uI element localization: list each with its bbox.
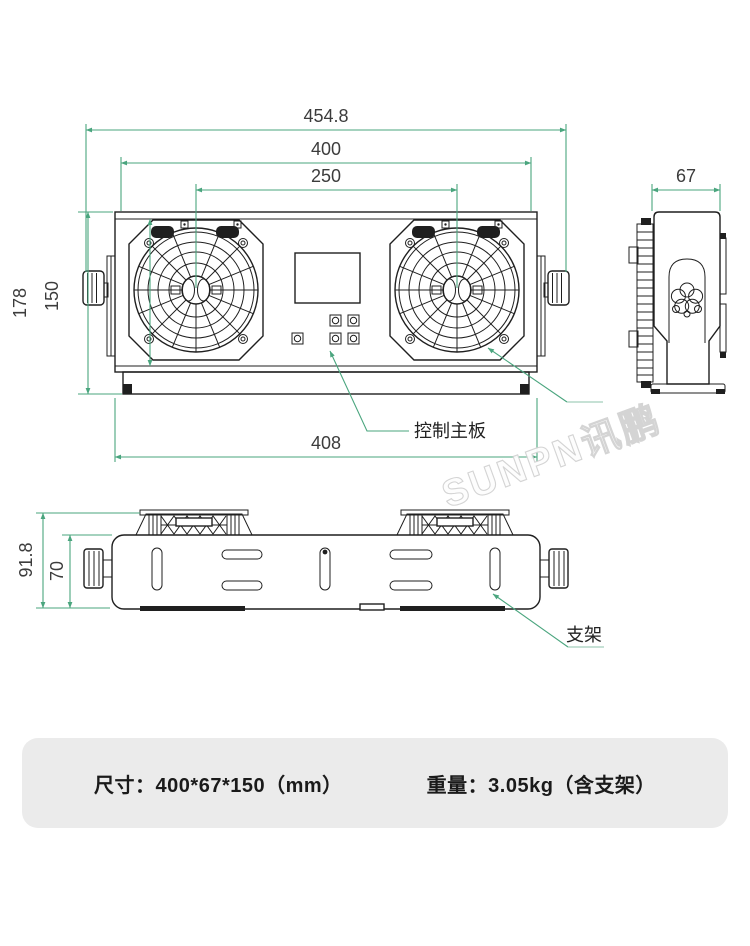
- left-knob-top: [83, 548, 113, 589]
- dim-bottom-width: 408: [311, 433, 341, 453]
- spec-size-label: 尺寸：400*67*150（mm）: [94, 774, 343, 797]
- dim-overall-width: 454.8: [303, 106, 348, 126]
- spec-weight-label: 重量：3.05kg（含支架）: [426, 774, 656, 797]
- side-view: [628, 211, 727, 394]
- dim-bracket-depth: 70: [47, 561, 67, 581]
- bottom-flange: [122, 371, 530, 395]
- dim-depth: 67: [676, 166, 696, 186]
- control-buttons: [291, 314, 360, 345]
- leaders: 控制主板 支架: [329, 347, 604, 648]
- dim-body-height: 150: [42, 281, 62, 311]
- dim-body-width: 400: [311, 139, 341, 159]
- bottom-notch: [359, 603, 385, 611]
- dim-overall-depth: 91.8: [16, 542, 36, 577]
- bracket-label: 支架: [566, 625, 602, 645]
- front-view: [82, 211, 570, 395]
- dimensions: 454.8 400 250 178 150 408 67 91.8: [10, 106, 721, 609]
- bracket-slots: [151, 547, 501, 591]
- display-screen: [294, 252, 361, 304]
- right-knob-top: [539, 548, 569, 589]
- ribbed-side: [628, 218, 654, 388]
- left-knob: [82, 255, 116, 357]
- control-board: [291, 252, 361, 345]
- star-knob-hole: [670, 282, 704, 318]
- dim-fan-center-distance: 250: [311, 166, 341, 186]
- spec-bar: 尺寸：400*67*150（mm） 重量：3.05kg（含支架）: [22, 738, 728, 828]
- right-knob: [536, 255, 570, 357]
- dim-overall-height: 178: [10, 288, 30, 318]
- bracket-arm: [668, 258, 706, 343]
- top-view: [83, 509, 569, 611]
- bracket-body: [111, 534, 541, 610]
- control-board-label: 控制主板: [414, 421, 486, 441]
- side-right-plates: [719, 233, 727, 358]
- left-fan-top: [134, 509, 254, 538]
